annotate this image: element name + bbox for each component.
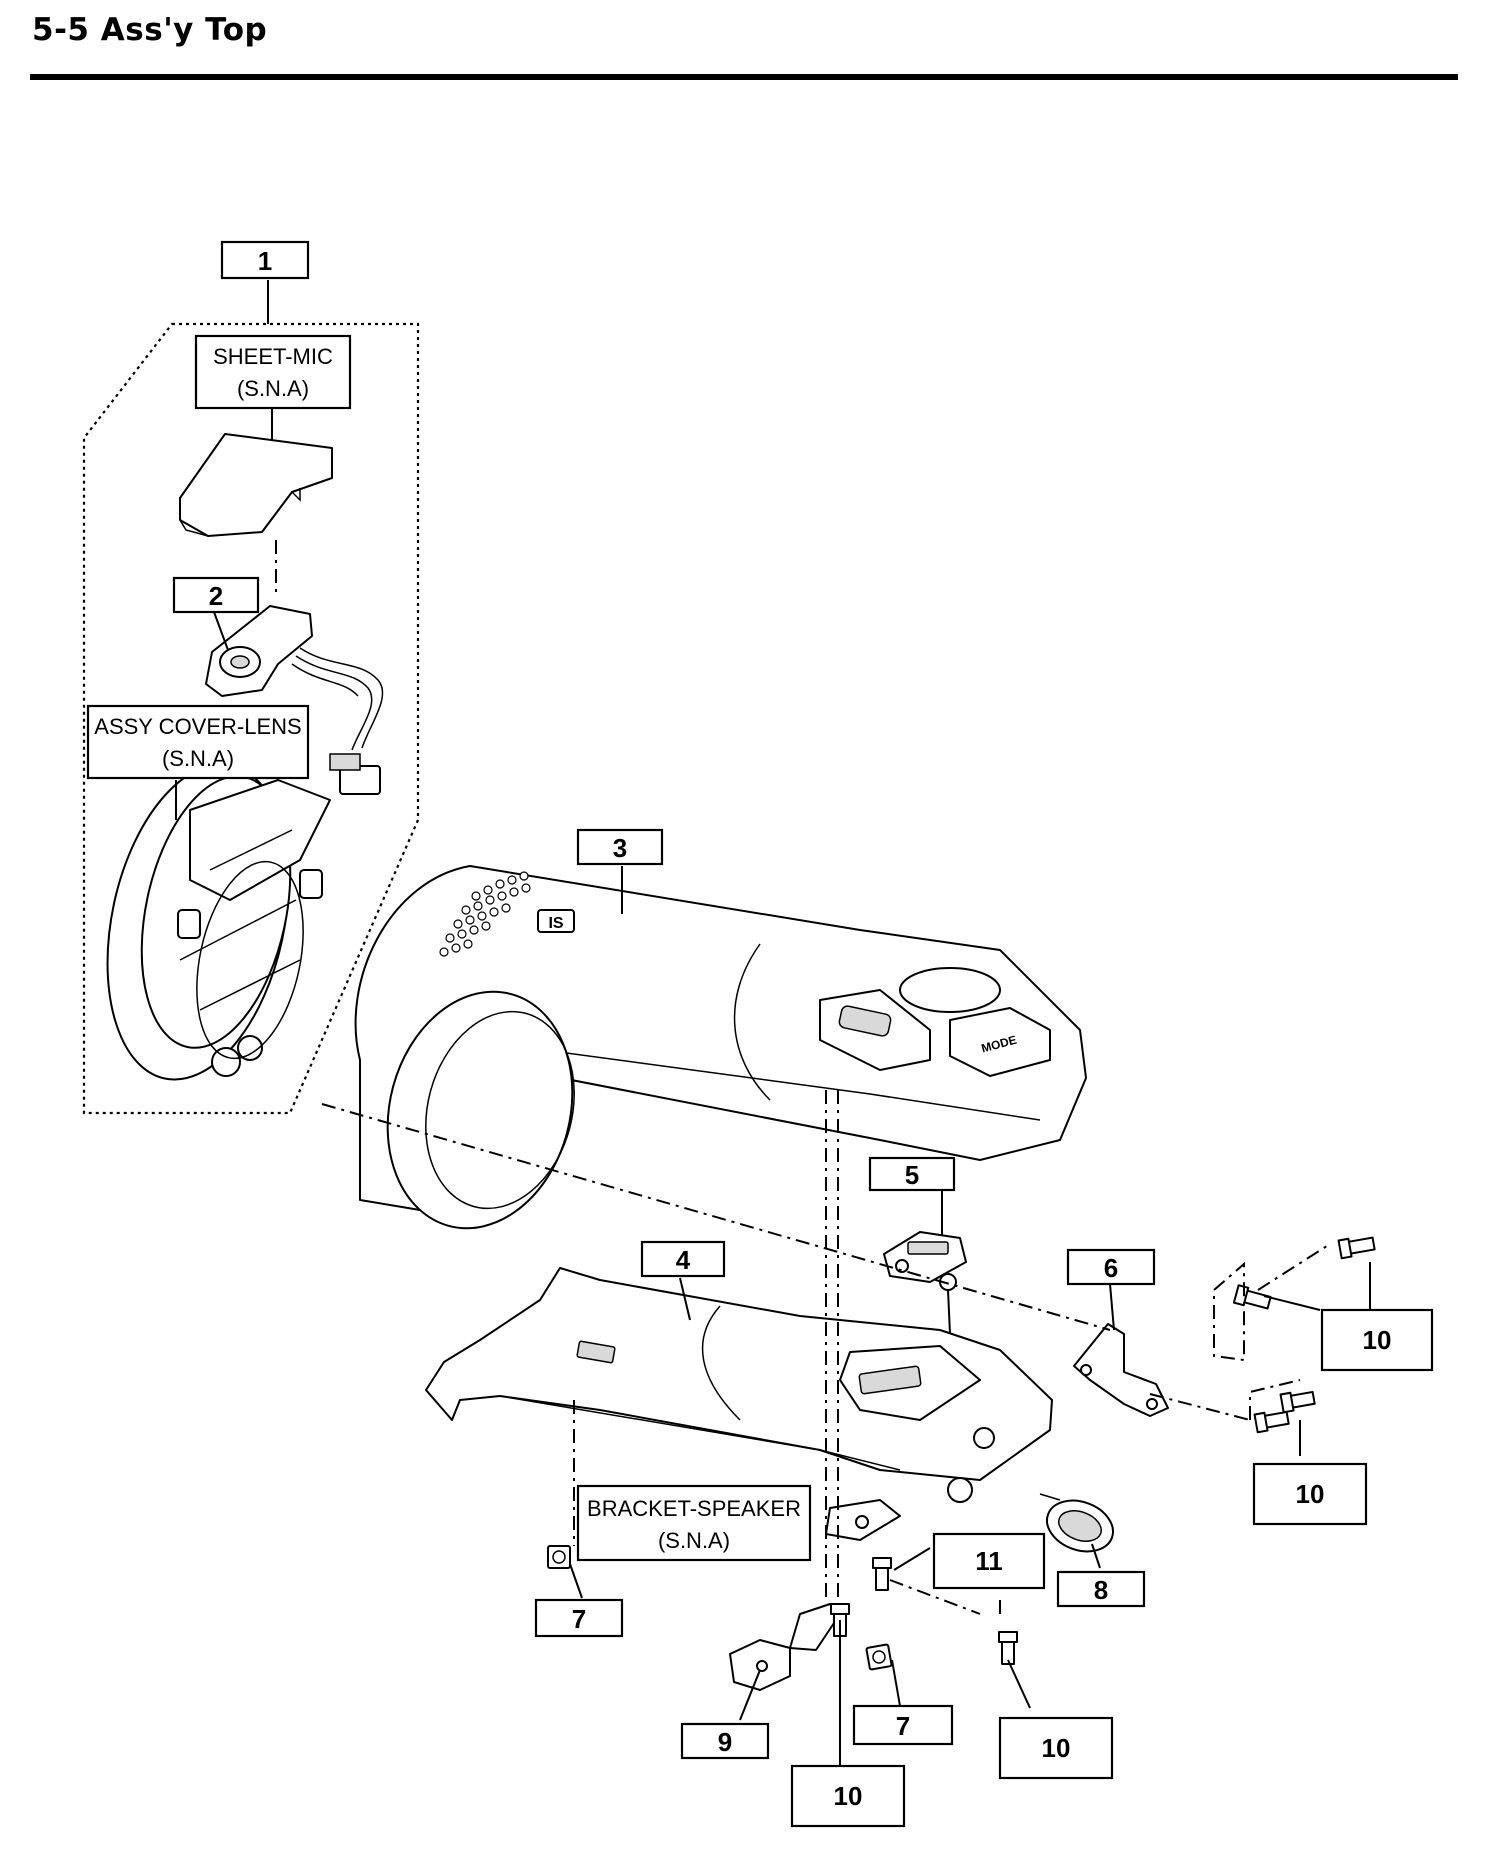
cover-lens-ring xyxy=(106,763,331,1081)
callout-8: 8 xyxy=(1056,1570,1146,1608)
svg-text:BRACKET-SPEAKER: BRACKET-SPEAKER xyxy=(587,1496,801,1521)
callout-10-bottom-right: 10 xyxy=(998,1716,1114,1780)
svg-text:3: 3 xyxy=(613,833,627,863)
leader-lines xyxy=(175,280,1371,1768)
mic-part-2 xyxy=(205,605,384,795)
clip-part-7-right xyxy=(865,1643,893,1671)
svg-text:10: 10 xyxy=(1363,1325,1392,1355)
svg-text:(S.N.A): (S.N.A) xyxy=(162,746,234,771)
callout-1: 1 xyxy=(220,240,310,280)
callout-11: 11 xyxy=(932,1532,1046,1590)
svg-text:11: 11 xyxy=(975,1546,1003,1576)
callout-3: 3 xyxy=(576,828,664,866)
top-cover-part-3: IS MODE xyxy=(354,865,1087,1230)
chassis-part-4 xyxy=(425,1267,1053,1541)
alignment-lines xyxy=(321,1090,1331,1620)
svg-text:ASSY COVER-LENS: ASSY COVER-LENS xyxy=(94,714,301,739)
note-assy-cover-lens: ASSY COVER-LENS (S.N.A) xyxy=(86,704,310,780)
svg-text:6: 6 xyxy=(1104,1253,1118,1283)
svg-text:10: 10 xyxy=(834,1781,863,1811)
svg-text:10: 10 xyxy=(1296,1479,1325,1509)
note-sheet-mic: SHEET-MIC (S.N.A) xyxy=(194,334,352,410)
subassembly-1-boundary xyxy=(82,322,420,1115)
svg-text:7: 7 xyxy=(896,1711,910,1741)
svg-text:7: 7 xyxy=(572,1604,586,1634)
speaker-part-8 xyxy=(1039,1493,1114,1553)
clip-part-7-left xyxy=(547,1545,571,1569)
callout-10-bottom: 10 xyxy=(790,1764,906,1828)
page-title: 5-5 Ass'y Top xyxy=(32,12,268,48)
callout-7-left: 7 xyxy=(534,1598,624,1638)
switch-part-5 xyxy=(883,1231,967,1291)
bracket-part-6 xyxy=(1073,1323,1169,1417)
svg-text:2: 2 xyxy=(209,581,223,611)
svg-text:SHEET-MIC: SHEET-MIC xyxy=(213,344,333,369)
note-bracket-speaker: BRACKET-SPEAKER (S.N.A) xyxy=(576,1484,812,1562)
is-logo-mark: IS xyxy=(548,915,563,932)
callout-7-right: 7 xyxy=(852,1704,954,1746)
svg-text:9: 9 xyxy=(718,1727,732,1757)
vent-holes xyxy=(439,871,531,957)
callout-9: 9 xyxy=(680,1722,770,1760)
callout-6: 6 xyxy=(1066,1248,1156,1286)
svg-text:5: 5 xyxy=(905,1160,919,1190)
svg-text:4: 4 xyxy=(676,1245,691,1275)
callout-2: 2 xyxy=(172,576,260,614)
title-divider xyxy=(30,74,1458,80)
svg-text:8: 8 xyxy=(1094,1575,1108,1605)
svg-text:10: 10 xyxy=(1042,1733,1071,1763)
svg-text:1: 1 xyxy=(258,246,272,276)
callout-10-top-right: 10 xyxy=(1320,1308,1434,1372)
callout-10-right: 10 xyxy=(1252,1462,1368,1526)
callout-5: 5 xyxy=(868,1156,956,1192)
svg-text:(S.N.A): (S.N.A) xyxy=(237,376,309,401)
bracket-part-9 xyxy=(729,1603,841,1691)
svg-text:(S.N.A): (S.N.A) xyxy=(658,1528,730,1553)
sheet-mic-part xyxy=(179,433,333,596)
callout-4: 4 xyxy=(640,1240,726,1278)
